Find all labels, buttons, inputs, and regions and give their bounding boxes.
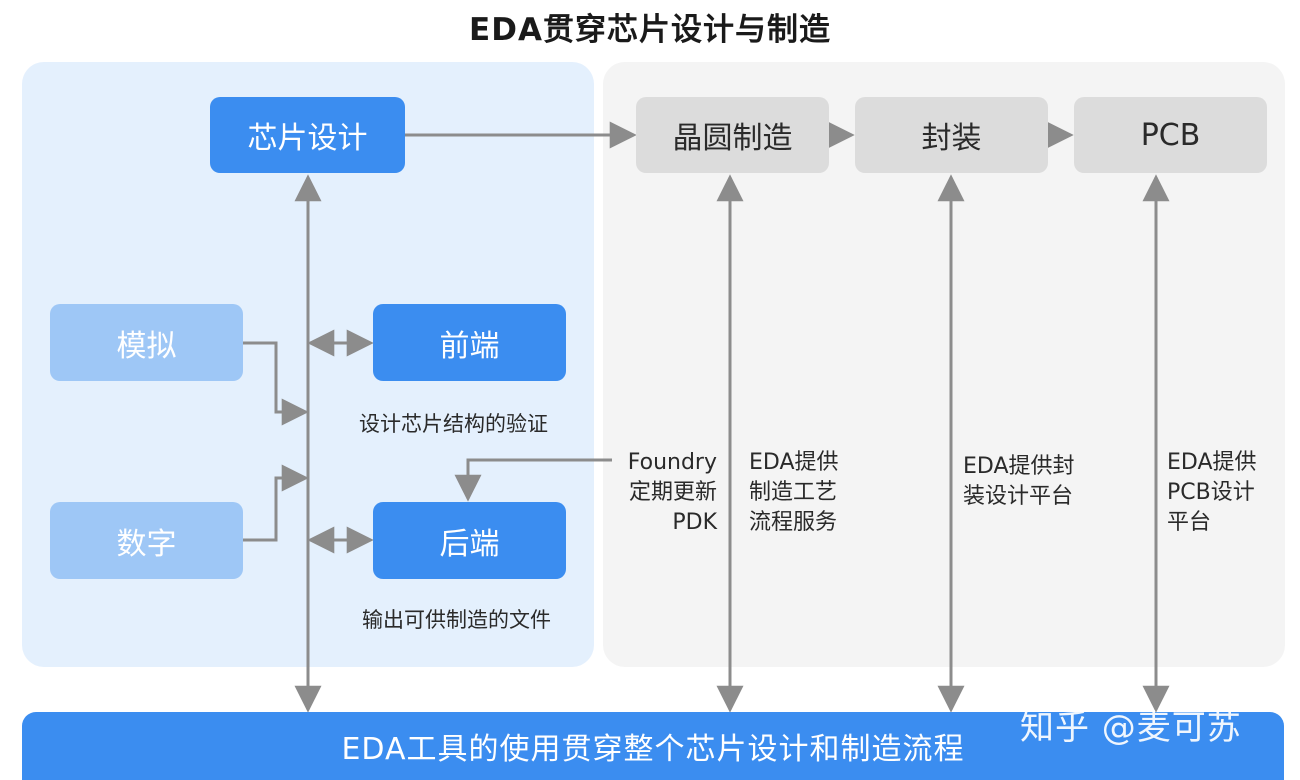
analog-box: 模拟	[50, 304, 243, 381]
backend-box: 后端	[373, 502, 566, 579]
backend-caption: 输出可供制造的文件	[362, 608, 551, 632]
foundry-pdk-note: Foundry 定期更新 PDK	[627, 450, 717, 535]
pcb-box: PCB	[1074, 97, 1267, 173]
frontend-caption: 设计芯片结构的验证	[359, 412, 548, 436]
arrow-foundry-to-backend	[454, 458, 612, 502]
wafer-service-note: EDA提供 制造工艺 流程服务	[749, 450, 839, 535]
pcb-platform-note: EDA提供 PCB设计 平台	[1167, 450, 1257, 535]
digital-box: 数字	[50, 502, 243, 579]
diagram-title: EDA贯穿芯片设计与制造	[469, 12, 831, 48]
watermark: 知乎 @麦可苏	[1020, 708, 1242, 748]
chip-design-box: 芯片设计	[210, 97, 405, 173]
packaging-box: 封装	[855, 97, 1048, 173]
packaging-platform-note: EDA提供封 装设计平台	[963, 454, 1075, 509]
frontend-box: 前端	[373, 304, 566, 381]
eda-tools-bar: EDA工具的使用贯穿整个芯片设计和制造流程	[22, 712, 1284, 780]
arrow-analog-to-spine	[243, 341, 309, 426]
arrow-digital-to-spine	[243, 464, 309, 542]
wafer-manufacturing-box: 晶圆制造	[636, 97, 829, 173]
